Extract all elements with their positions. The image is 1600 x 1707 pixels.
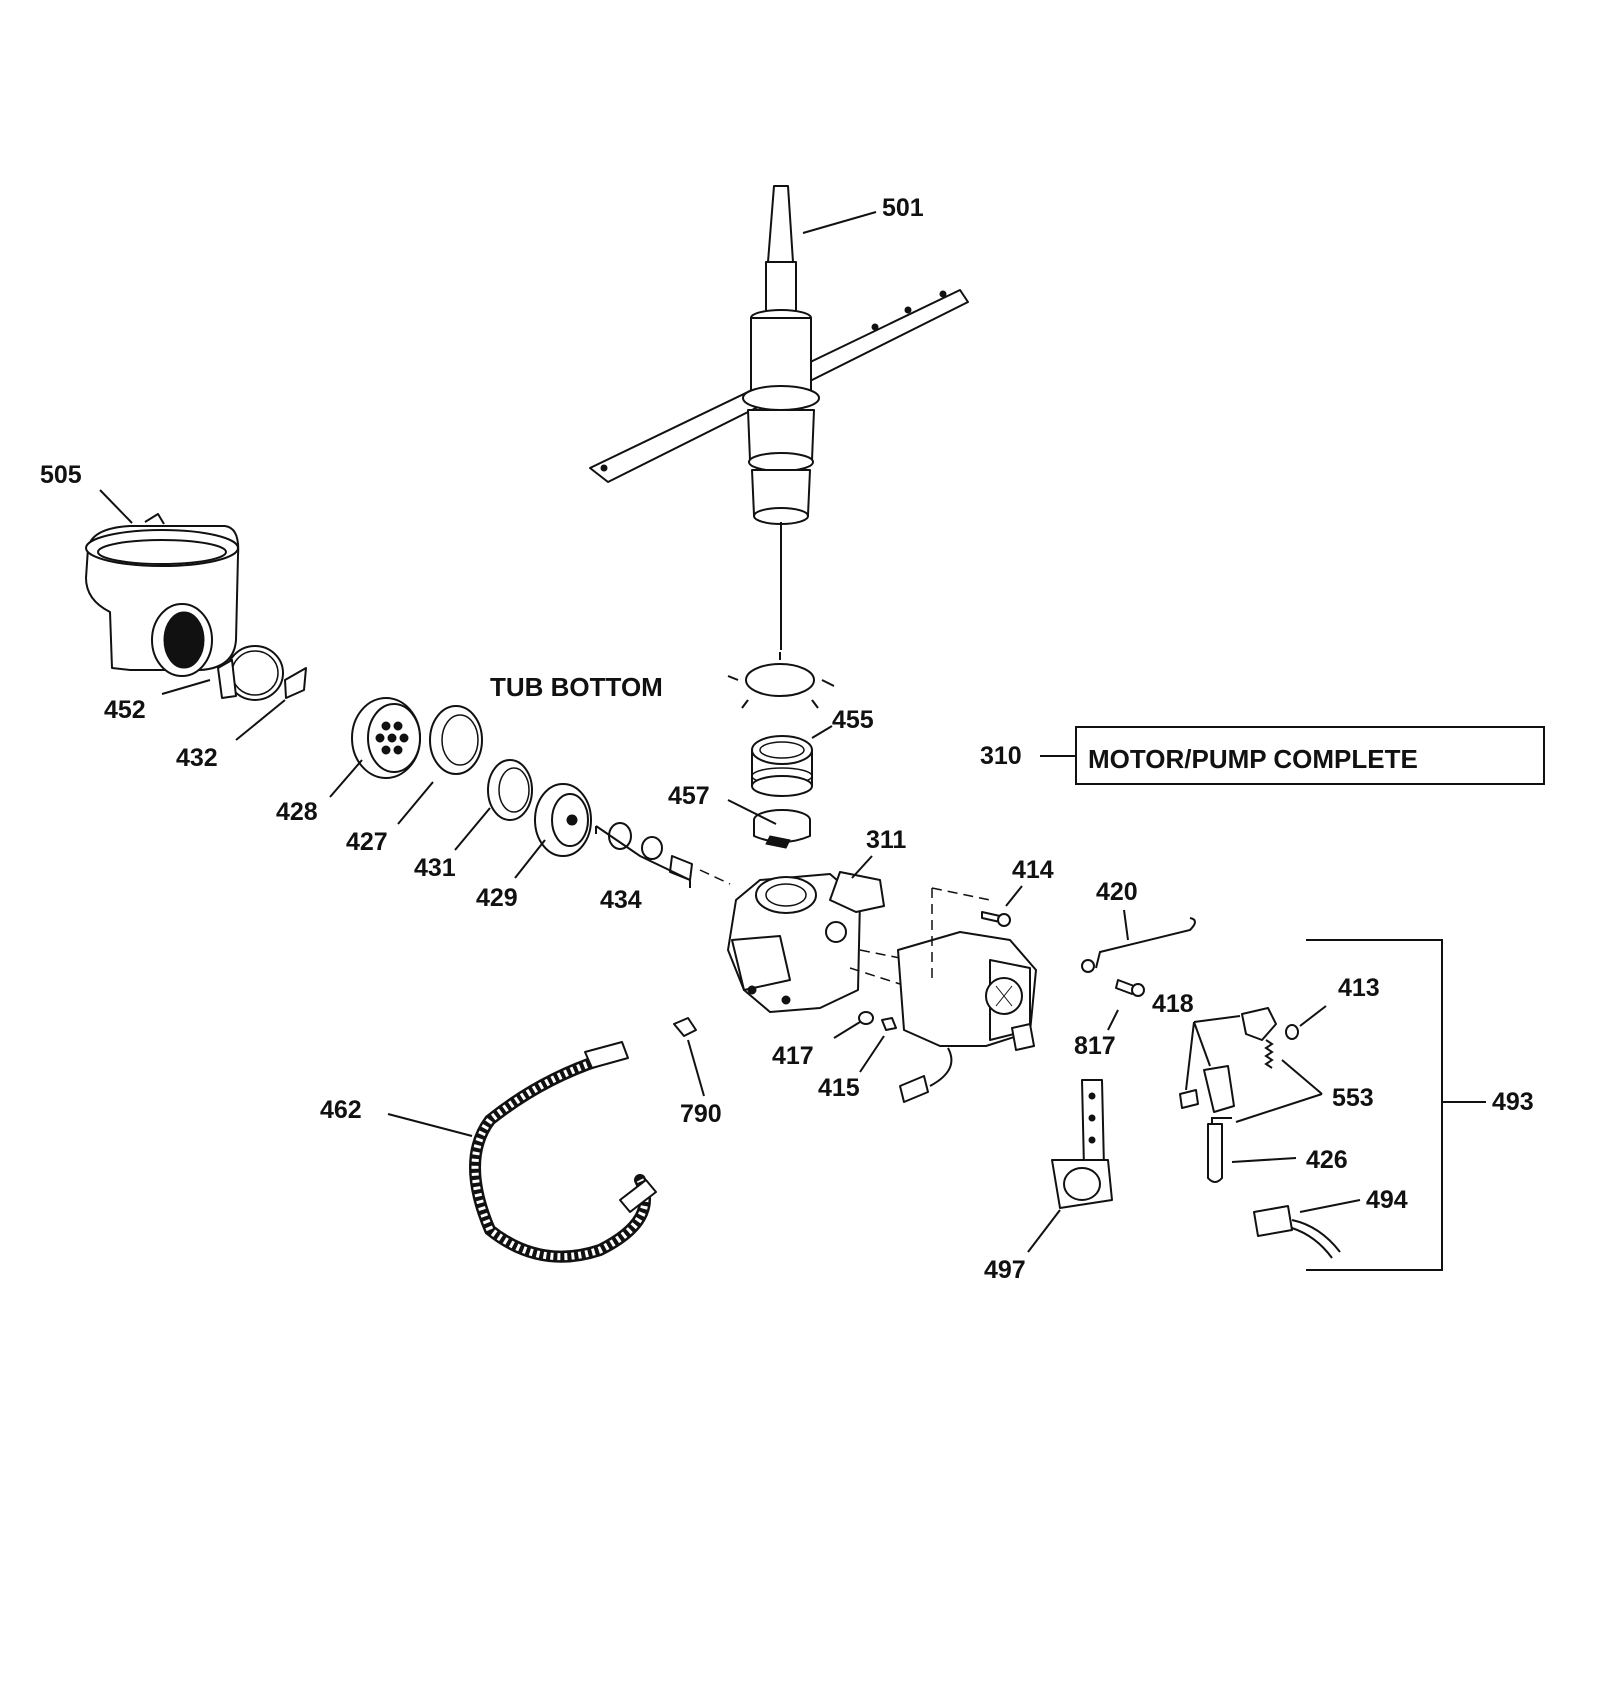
callout-431: 431 [414, 854, 456, 882]
part-817-screw [1115, 979, 1145, 997]
callout-505: 505 [40, 461, 82, 489]
part-414-screw [981, 911, 1011, 927]
callout-415: 415 [818, 1074, 860, 1102]
part-431-ring [487, 759, 533, 821]
part-426-pin [1207, 1117, 1232, 1183]
part-418-lever [1179, 1007, 1277, 1113]
callout-417: 417 [772, 1042, 814, 1070]
kit-493-bracket [1306, 939, 1443, 1271]
motor-pump-complete-box [1075, 726, 1545, 785]
tub-gasket-ring [727, 652, 835, 709]
part-415-nut [881, 1017, 897, 1031]
callout-501: 501 [882, 194, 924, 222]
callout-455: 455 [832, 706, 874, 734]
tub-bottom-note: TUB BOTTOM [490, 672, 663, 702]
part-429-impeller [534, 783, 592, 857]
callout-414: 414 [1012, 856, 1054, 884]
callout-311: 311 [866, 826, 906, 854]
callout-310: 310 [980, 742, 1022, 770]
callout-418: 418 [1152, 990, 1194, 1018]
part-311-pump-housing [727, 871, 885, 1013]
callout-493: 493 [1492, 1088, 1534, 1116]
part-432-clip [284, 667, 307, 699]
part-790-clip [673, 1017, 697, 1037]
callout-462: 462 [320, 1096, 362, 1124]
part-497-bracket [1051, 1079, 1113, 1209]
callout-553: 553 [1332, 1084, 1374, 1112]
part-505-sump [85, 489, 240, 677]
part-501-spray-arm [589, 185, 969, 650]
part-457-clamp [753, 809, 811, 849]
part-420-rod [1081, 917, 1196, 973]
callout-434: 434 [600, 886, 642, 914]
callout-497: 497 [984, 1256, 1026, 1284]
part-motor [849, 887, 1037, 1103]
callout-429: 429 [476, 884, 518, 912]
callout-494: 494 [1366, 1186, 1408, 1214]
part-428-filter [351, 697, 421, 779]
part-452-clamp [217, 645, 284, 701]
part-434-seal-set [595, 822, 731, 888]
part-553-springs [1264, 1039, 1274, 1069]
part-462-heater-hose [469, 1041, 657, 1263]
part-413-ring [1285, 1024, 1299, 1040]
callout-427: 427 [346, 828, 388, 856]
callout-428: 428 [276, 798, 318, 826]
part-494-connector [1253, 1205, 1341, 1259]
motor-pump-complete-label: MOTOR/PUMP COMPLETE [1088, 744, 1418, 774]
part-417-washer [858, 1011, 874, 1025]
part-427-ring [429, 705, 483, 775]
callout-426: 426 [1306, 1146, 1348, 1174]
callout-420: 420 [1096, 878, 1138, 906]
part-455-bellows [751, 735, 813, 797]
callout-432: 432 [176, 744, 218, 772]
callout-452: 452 [104, 696, 146, 724]
callout-817: 817 [1074, 1032, 1116, 1060]
callout-413: 413 [1338, 974, 1380, 1002]
callout-790: 790 [680, 1100, 722, 1128]
callout-457: 457 [668, 782, 710, 810]
